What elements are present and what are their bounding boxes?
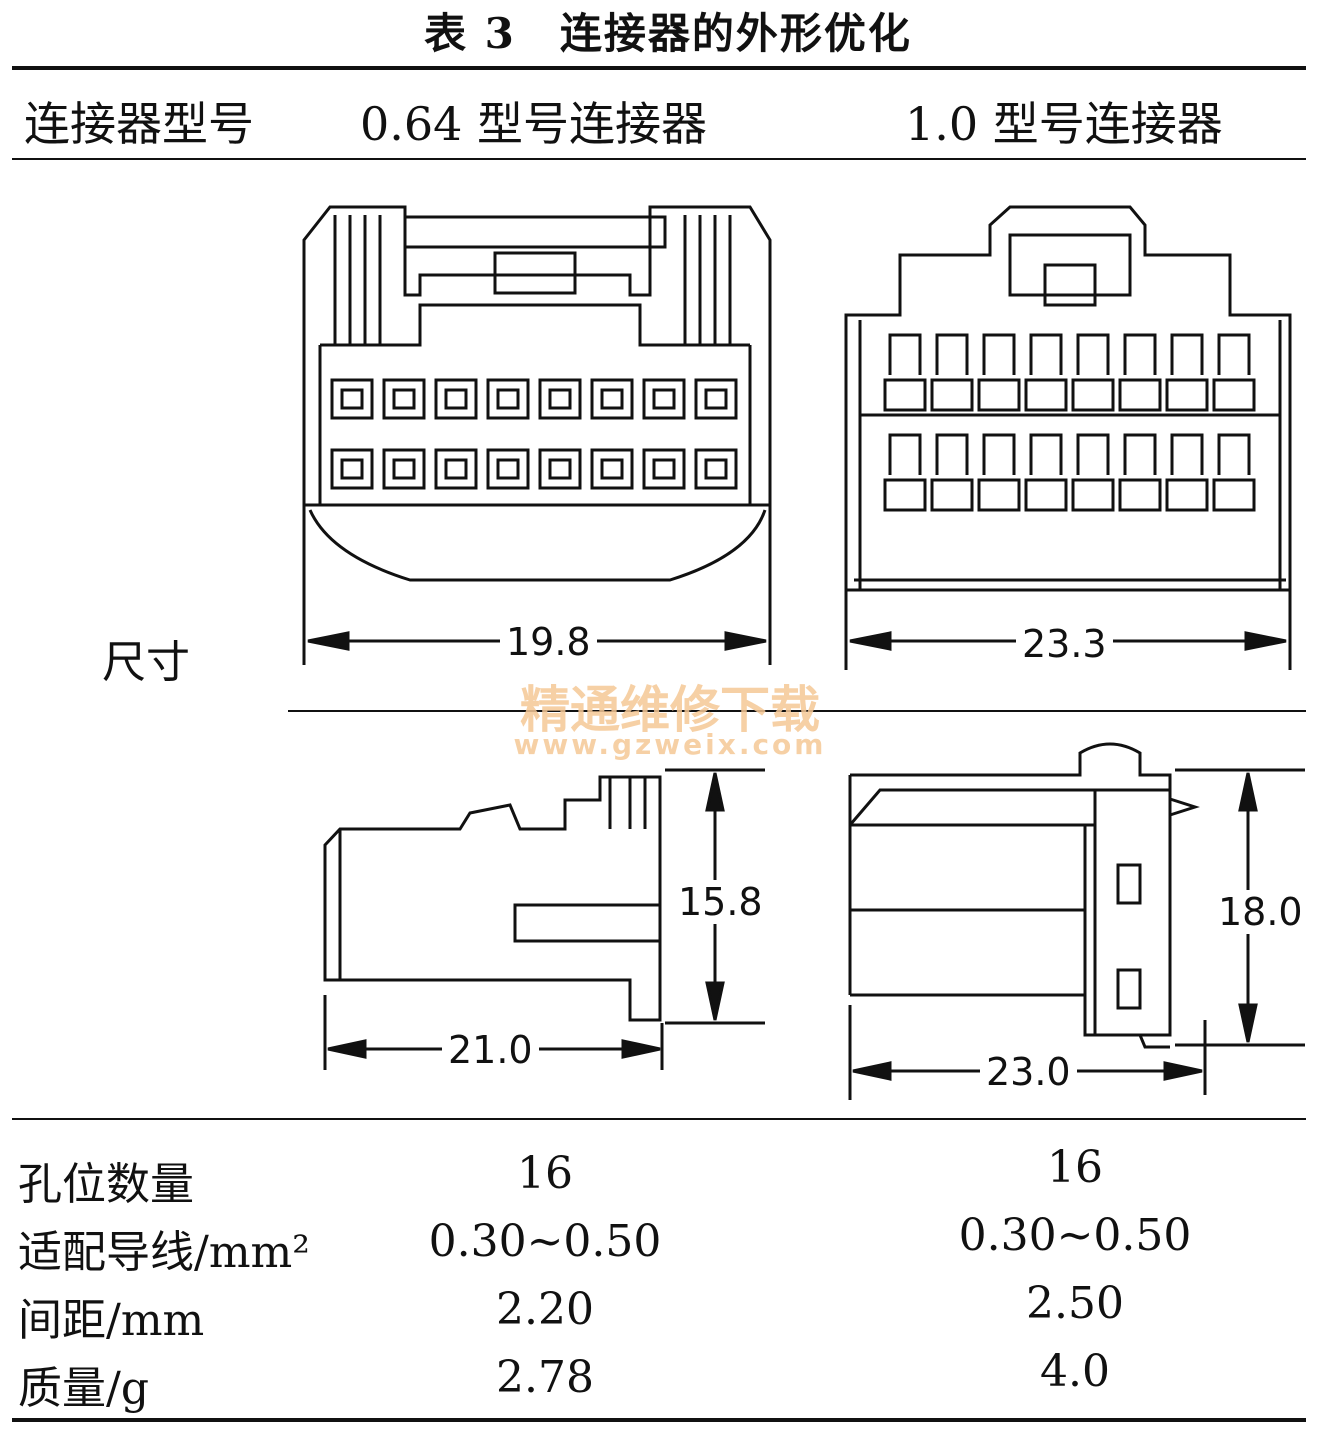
top-rule — [12, 66, 1306, 70]
row-label-wire-size: 适配导线/mm² — [18, 1227, 310, 1278]
connector-064-side-drawing — [310, 765, 780, 1085]
row-value-10-hole-count: 16 — [1047, 1142, 1103, 1193]
row-value-10-mass: 4.0 — [1040, 1346, 1110, 1397]
row-value-10-wire-size: 0.30~0.50 — [958, 1210, 1192, 1261]
dim-10-front-width: 23.3 — [1016, 622, 1113, 666]
row-value-064-pitch: 2.20 — [496, 1284, 594, 1335]
row-label-hole-count: 孔位数量 — [18, 1159, 194, 1210]
connector-064-front-drawing — [290, 195, 790, 675]
header-rule — [12, 158, 1306, 160]
size-divider — [288, 710, 1306, 712]
dim-10-side-height: 18.0 — [1212, 890, 1309, 934]
row-label-pitch: 间距/mm — [18, 1295, 205, 1346]
dim-064-side-height: 15.8 — [672, 880, 769, 924]
row-value-064-mass: 2.78 — [496, 1352, 594, 1403]
row-value-064-wire-size: 0.30~0.50 — [428, 1216, 662, 1267]
row-value-10-pitch: 2.50 — [1026, 1278, 1124, 1329]
connector-10-front-drawing — [840, 195, 1305, 675]
header-col-064: 0.64 型号连接器 — [360, 97, 708, 151]
row-value-064-hole-count: 16 — [517, 1148, 573, 1199]
watermark-cn: 精通维修下载 — [520, 681, 820, 739]
header-col-10: 1.0 型号连接器 — [905, 97, 1223, 151]
header-col-model: 连接器型号 — [24, 97, 254, 151]
row-label-mass: 质量/g — [18, 1363, 149, 1414]
connector-10-side-drawing — [840, 735, 1310, 1105]
dim-064-front-width: 19.8 — [500, 620, 597, 664]
bottom-rule — [12, 1418, 1306, 1422]
dim-064-side-length: 21.0 — [442, 1028, 539, 1072]
watermark-url: www.gzweix.com — [513, 728, 827, 761]
size-bottom-rule — [12, 1118, 1306, 1120]
table-title: 表 3 连接器的外形优化 — [424, 9, 912, 58]
size-label: 尺寸 — [102, 637, 190, 688]
dim-10-side-length: 23.0 — [980, 1050, 1077, 1094]
